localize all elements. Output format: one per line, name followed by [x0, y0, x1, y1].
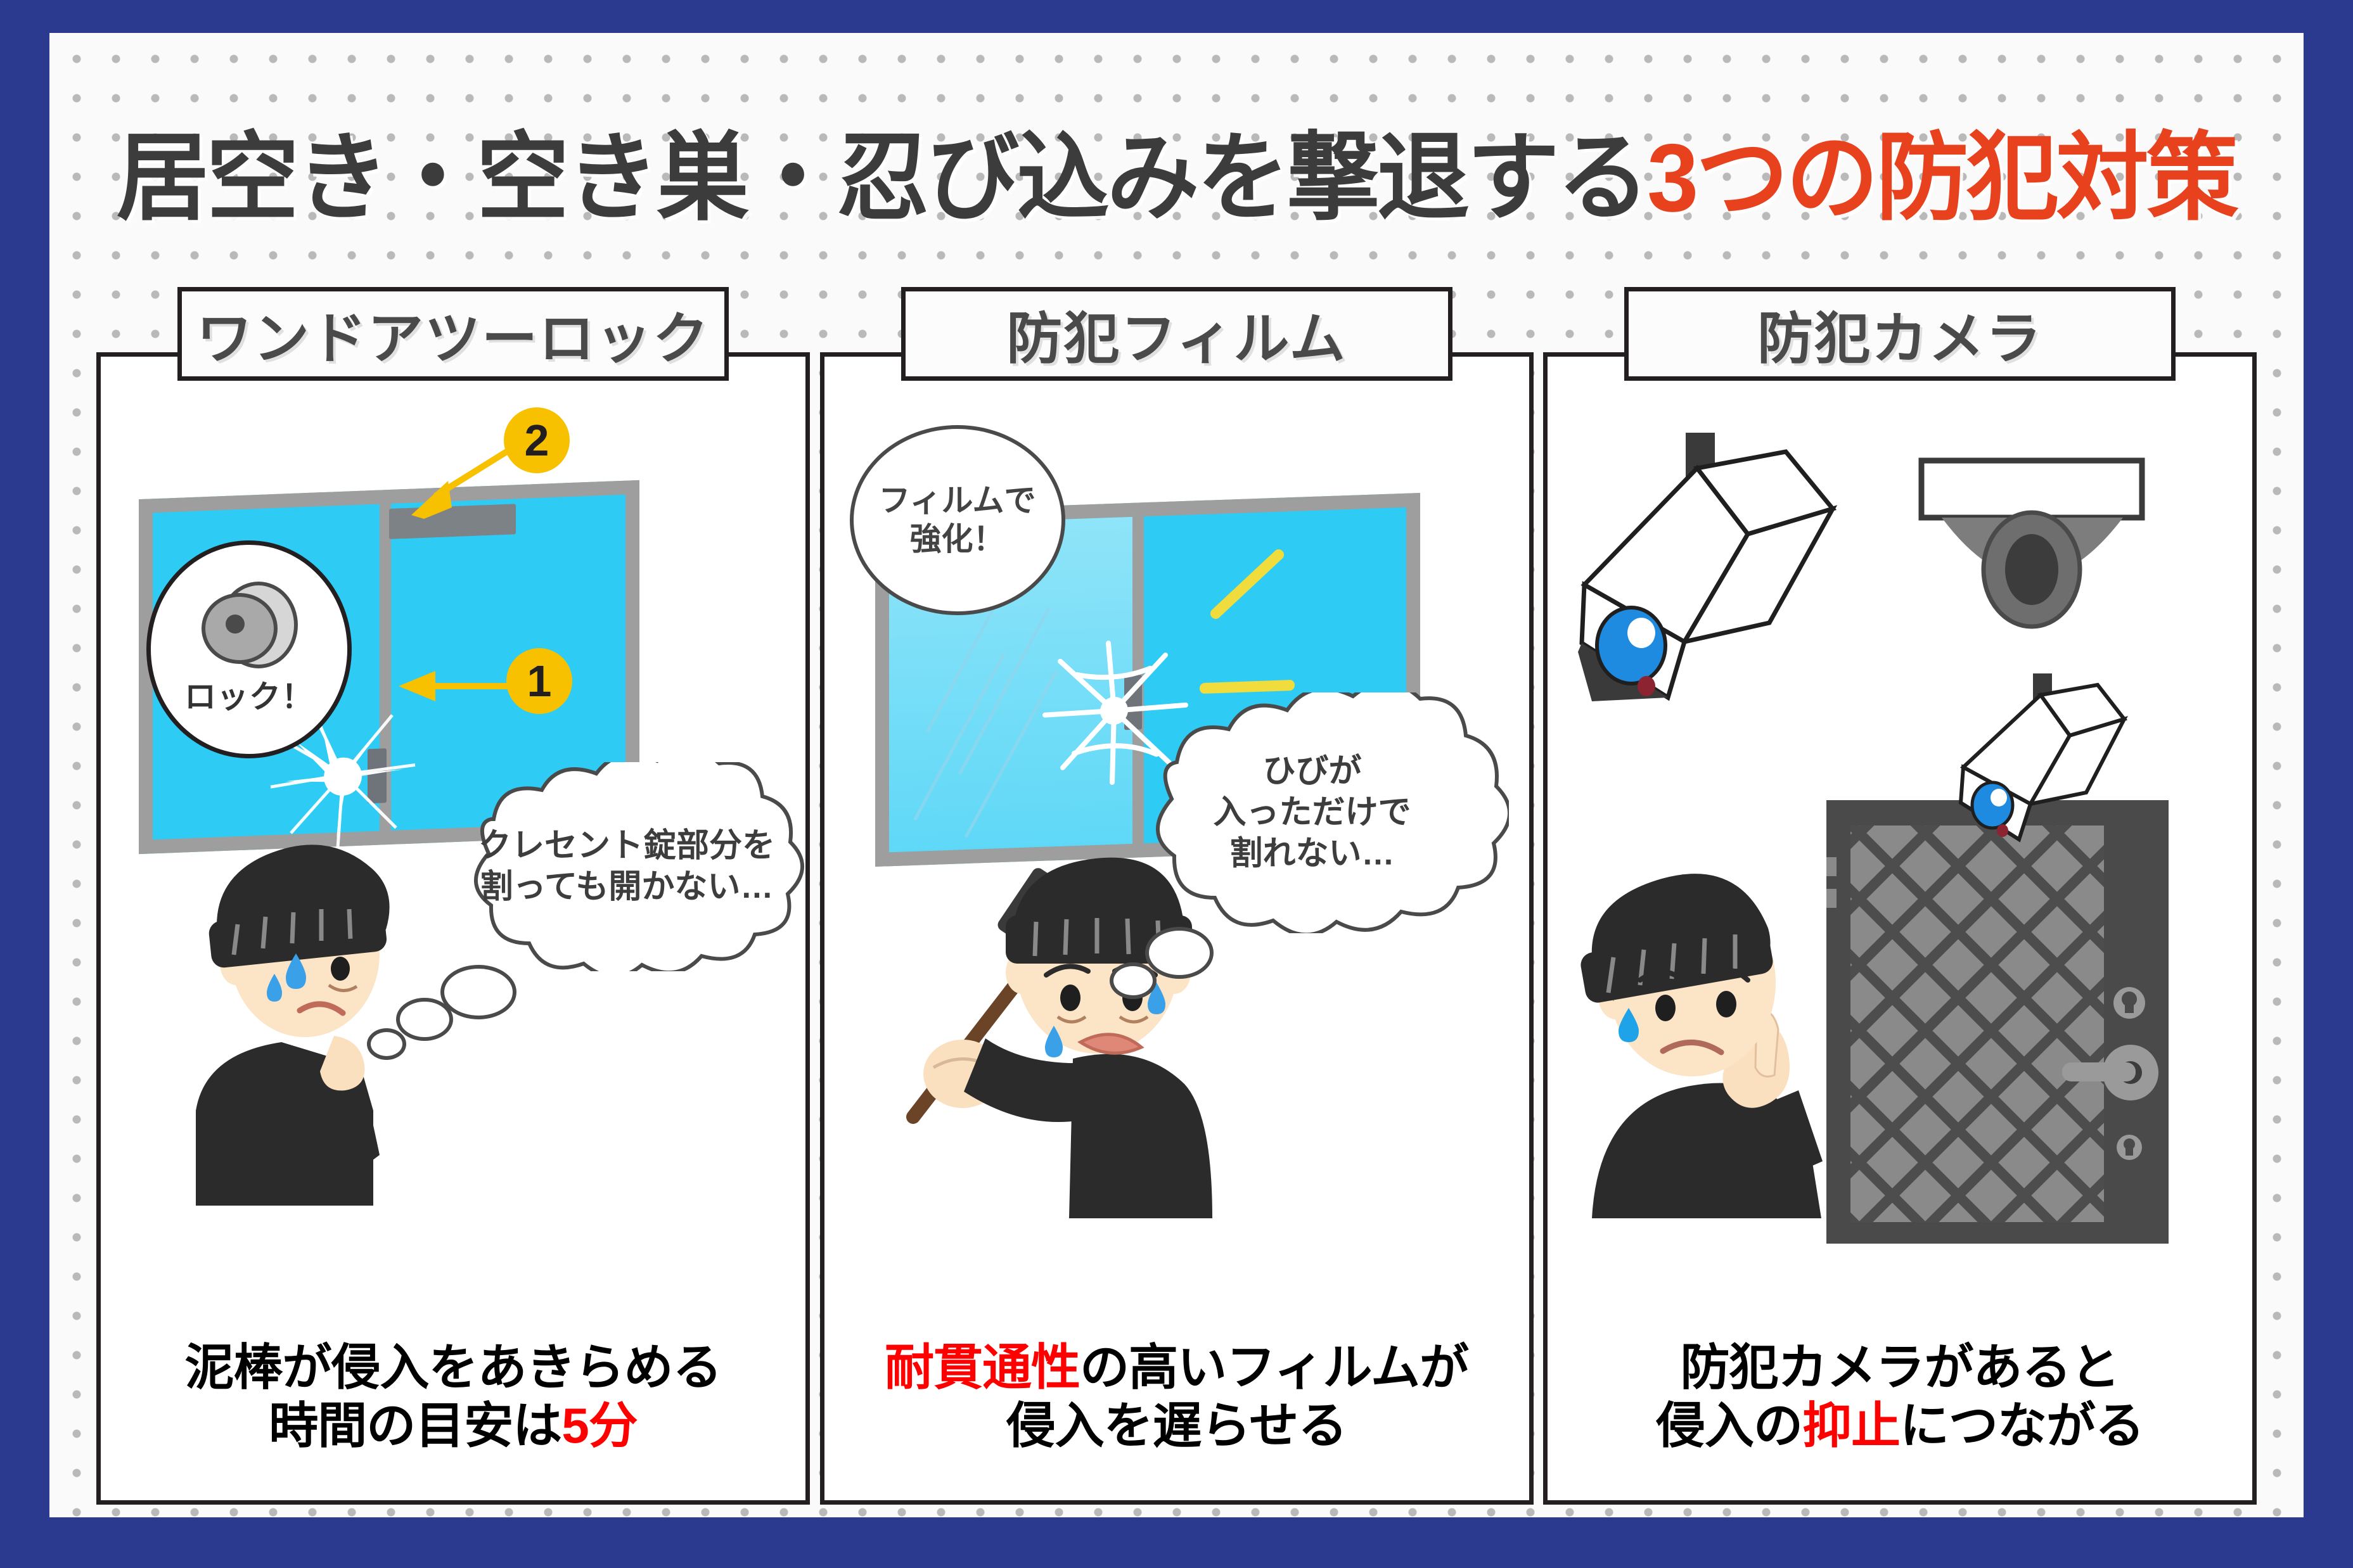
loupe-label: ロック！ [184, 679, 314, 715]
caption-security-film: 耐貫通性の高いフィルムが 侵入を遅らせる [824, 1338, 1529, 1455]
arrow-to-lock-bar [411, 445, 515, 519]
cracked-glass-icon [1042, 641, 1188, 785]
panel-security-camera: 防犯カメラ [1543, 287, 2257, 1505]
dome-camera-icon [1911, 456, 2152, 646]
impact-line-top [1207, 547, 1286, 621]
panel-one-door-two-lock: ワンドアツーロック [96, 287, 810, 1505]
caption-line-2: 時間の目安は5分 [269, 1397, 638, 1453]
thought-puff-medium [396, 998, 453, 1041]
lock-magnifier-callout: ロック！ [146, 540, 352, 758]
caption-line-1: 泥棒が侵入をあきらめる [184, 1339, 722, 1395]
thief-figure-thinking [170, 813, 437, 1206]
caption-line-2: 侵入を遅らせる [1006, 1397, 1347, 1453]
panel-header-security-camera: 防犯カメラ [1624, 287, 2176, 381]
window-with-film-illustration [875, 492, 1420, 867]
window-illustration [139, 480, 639, 855]
film-streaks-icon [913, 564, 1058, 838]
thought-puff-small [367, 1028, 406, 1060]
speech-bubble-film: フィルムで強化！ [849, 425, 1065, 615]
speech-bubble-film-text: フィルムで強化！ [878, 483, 1036, 557]
broken-glass-icon [270, 714, 416, 848]
crescent-lock-icon [202, 582, 298, 668]
arrow-to-crescent-lock [399, 671, 513, 701]
badge-2: 2 [504, 407, 570, 473]
thief-figure-worried [1548, 838, 1877, 1218]
caption-line-2: 侵入の抑止につながる [1655, 1397, 2145, 1453]
panel-row: ワンドアツーロック [96, 286, 2257, 1505]
thought-puff-large [440, 965, 516, 1019]
thought-bubble-2: ひびが入っただけで割れない… [1116, 692, 1509, 933]
scene-security-film: フィルムで強化！ [824, 395, 1529, 1323]
badge-1: 1 [506, 648, 572, 714]
thought-bubble-1: クレセント錠部分を割っても開かない… [430, 762, 805, 971]
panel-header-security-film: 防犯フィルム [901, 287, 1452, 381]
impact-line-middle [1199, 679, 1295, 694]
thought-puff-large [1144, 927, 1214, 979]
lattice-door-icon [1826, 800, 2169, 1244]
thought-bubble-2-text: ひびが入っただけで割れない… [1213, 753, 1411, 872]
panel-header-label: ワンドアツーロック [196, 307, 710, 370]
caption-security-camera: 防犯カメラがあると 侵入の抑止につながる [1548, 1338, 2252, 1455]
thought-bubble-1-text: クレセント錠部分を割っても開かない… [478, 827, 775, 905]
title-main: 居空き・空き巣・忍び込みを撃退する [116, 124, 1650, 232]
thought-puff-small [1109, 962, 1157, 999]
panel-security-film: 防犯フィルム [819, 287, 1534, 1505]
panel-header-one-door-two-lock: ワンドアツーロック [177, 287, 729, 381]
title-accent: 3つの防犯対策 [1647, 124, 2239, 232]
scene-security-camera [1548, 395, 2252, 1323]
caption-line-1: 防犯カメラがあると [1680, 1339, 2120, 1395]
panel-header-label: 防犯カメラ [1757, 307, 2042, 370]
scene-one-door-two-lock: ロック！ 2 1 [101, 395, 805, 1323]
caption-one-door-two-lock: 泥棒が侵入をあきらめる 時間の目安は5分 [101, 1338, 805, 1455]
thief-figure-with-hammer [888, 838, 1243, 1218]
caption-line-1: 耐貫通性の高いフィルムが [885, 1339, 1469, 1395]
film-glass-pane [888, 516, 1132, 853]
panel-header-label: 防犯フィルム [1006, 307, 1347, 370]
box-camera-small-icon [1952, 673, 2129, 845]
page-background: 居空き・空き巣・忍び込みを撃退する3つの防犯対策 ワンドアツーロック [49, 33, 2304, 1517]
box-camera-large-icon [1573, 433, 1839, 711]
page-title: 居空き・空き巣・忍び込みを撃退する3つの防犯対策 [49, 109, 2304, 232]
